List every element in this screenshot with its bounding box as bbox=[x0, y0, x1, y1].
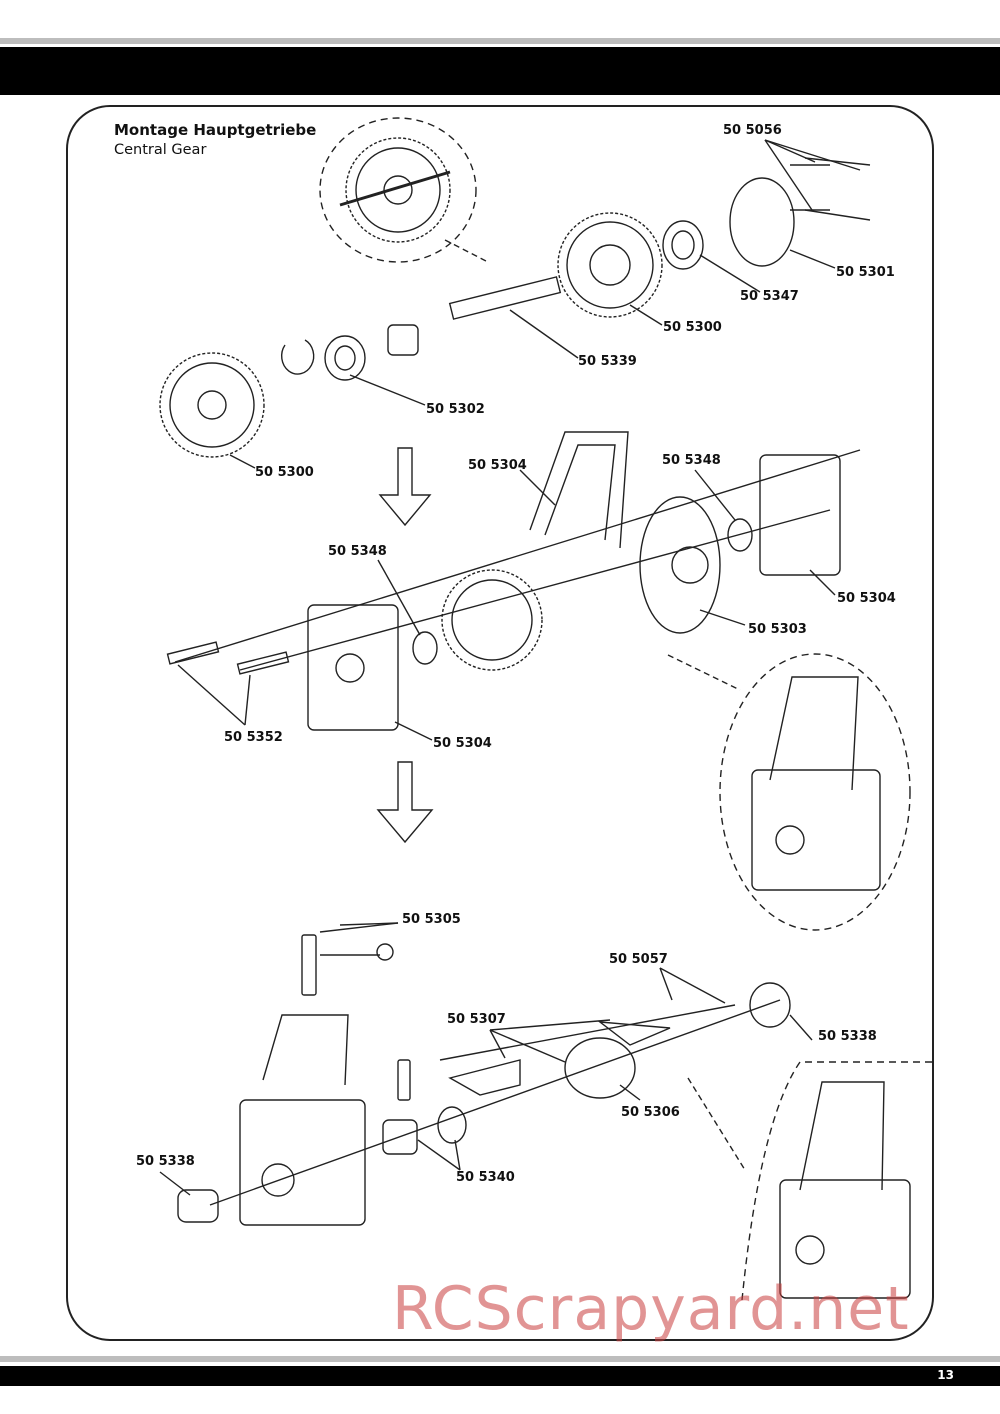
part-label-505303: 50 5303 bbox=[748, 622, 807, 637]
gear-middle bbox=[441, 569, 543, 671]
detail-callout-right bbox=[719, 653, 911, 931]
disc-505306 bbox=[564, 1037, 636, 1099]
part-label-505339: 50 5339 bbox=[578, 354, 637, 369]
diagram-frame bbox=[66, 105, 934, 1341]
part-label-505307: 50 5307 bbox=[447, 1012, 506, 1027]
header-stripe bbox=[0, 38, 1000, 44]
part-label-505348-left: 50 5348 bbox=[328, 544, 387, 559]
gear-detail bbox=[345, 137, 451, 243]
gear-505300-left bbox=[159, 352, 265, 458]
bearing-505302 bbox=[324, 335, 366, 381]
screw-505352-a bbox=[166, 641, 220, 665]
pin-505305 bbox=[301, 934, 317, 996]
cup-505338-left bbox=[177, 1189, 219, 1223]
part-label-505347: 50 5347 bbox=[740, 289, 799, 304]
plate-505301 bbox=[729, 177, 795, 267]
part-label-505305: 50 5305 bbox=[402, 912, 461, 927]
header-band bbox=[0, 47, 1000, 95]
part-label-505301: 50 5301 bbox=[836, 265, 895, 280]
part-label-505300-top: 50 5300 bbox=[663, 320, 722, 335]
part-label-505338-right: 50 5338 bbox=[818, 1029, 877, 1044]
part-label-505338-left: 50 5338 bbox=[136, 1154, 195, 1169]
bearing-505340 bbox=[382, 1119, 418, 1155]
part-label-505340: 50 5340 bbox=[456, 1170, 515, 1185]
part-label-505352: 50 5352 bbox=[224, 730, 283, 745]
handle-505304 bbox=[529, 431, 629, 549]
screw-505352-b bbox=[236, 651, 290, 675]
part-label-505348-right: 50 5348 bbox=[662, 453, 721, 468]
slipper-plate-505303 bbox=[639, 496, 721, 634]
housing-505304-left bbox=[307, 604, 399, 731]
footer-band bbox=[0, 1366, 1000, 1386]
part-label-505306: 50 5306 bbox=[621, 1105, 680, 1120]
section-title-english: Central Gear bbox=[114, 142, 207, 158]
bearing-505348-left bbox=[412, 631, 438, 665]
watermark: RCScrapyard.net bbox=[392, 1274, 910, 1344]
bearing-505348-right bbox=[727, 518, 753, 552]
down-arrow-2 bbox=[376, 761, 434, 844]
part-label-505304-right: 50 5304 bbox=[837, 591, 896, 606]
part-label-505056: 50 5056 bbox=[723, 123, 782, 138]
clip-ring bbox=[281, 339, 315, 375]
part-label-505304-bottom: 50 5304 bbox=[433, 736, 492, 751]
part-label-505300-left: 50 5300 bbox=[255, 465, 314, 480]
detail-callout-top bbox=[319, 117, 477, 263]
page-number: 13 bbox=[937, 1368, 954, 1382]
spacer bbox=[387, 324, 419, 356]
housing-bottom bbox=[239, 1099, 366, 1226]
cup-505338-right bbox=[749, 982, 791, 1028]
part-label-505302: 50 5302 bbox=[426, 402, 485, 417]
bearing-505347 bbox=[662, 220, 704, 270]
part-label-505057: 50 5057 bbox=[609, 952, 668, 967]
footer-stripe bbox=[0, 1356, 1000, 1362]
shaft-505339 bbox=[448, 276, 562, 320]
down-arrow-1 bbox=[378, 447, 432, 527]
detail-callout-bottom-right bbox=[741, 1061, 932, 1301]
housing-505304-right bbox=[759, 454, 841, 576]
sleeve bbox=[397, 1059, 411, 1101]
part-label-505304-top: 50 5304 bbox=[468, 458, 527, 473]
gear-505300-top bbox=[557, 212, 663, 318]
handle-bottom bbox=[262, 1014, 349, 1086]
section-title-german: Montage Hauptgetriebe bbox=[114, 121, 317, 139]
arm-505307 bbox=[448, 1059, 521, 1096]
